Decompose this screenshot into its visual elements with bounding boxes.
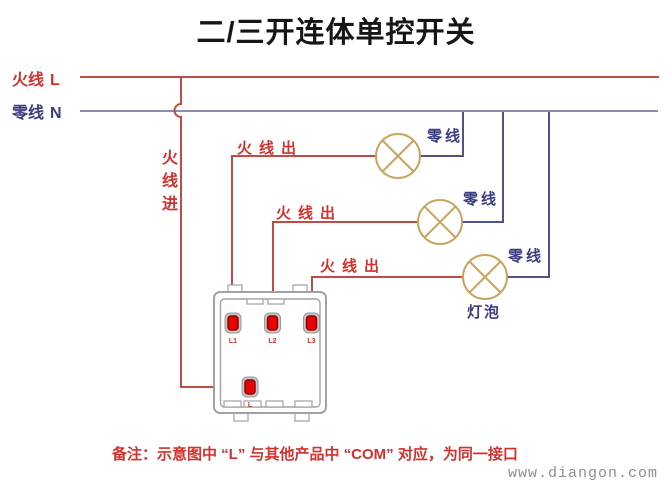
- branch-2-neutral-label: 零线: [463, 191, 500, 208]
- lamp-1-cross: [381, 139, 415, 173]
- terminal-l3: [305, 315, 318, 331]
- terminal-l2-label: L2: [268, 338, 276, 345]
- live-wire-legend: 火线 L: [12, 66, 60, 90]
- live-wire-symbol: L: [50, 72, 60, 89]
- lamp-2-cross: [423, 205, 457, 239]
- watermark: www.diangon.com: [508, 465, 659, 482]
- neutral-wire-symbol: N: [50, 105, 62, 122]
- live-in-wire: [173, 77, 243, 388]
- branch-1-live-wire: [231, 155, 376, 315]
- terminal-l: [244, 379, 256, 395]
- neutral-wire-legend: 零线 N: [12, 99, 62, 123]
- live-wire-label: 火线: [12, 72, 45, 89]
- note-text: 备注：示意图中 “L” 与其他产品中 “COM” 对应，为同一接口: [112, 446, 518, 463]
- panel-notch: [267, 298, 285, 305]
- branch-2-live-out-label: 火线出: [276, 205, 343, 222]
- panel-notch: [265, 400, 284, 408]
- branch-3-neutral-wire: [507, 112, 550, 278]
- panel-notch: [294, 400, 313, 408]
- branch-2-live-wire: [272, 221, 418, 315]
- branch-1-live-out-label: 火线出: [237, 140, 304, 157]
- diagram-title: 二/三开连体单控开关: [196, 17, 476, 49]
- terminal-l1-label: L1: [229, 338, 237, 345]
- live-in-label: 火线进: [159, 149, 176, 218]
- panel-outer-frame: [213, 291, 327, 414]
- lamp-label: 灯泡: [467, 304, 502, 321]
- terminal-l-label: L: [248, 402, 253, 409]
- switch-panel: L1 L2 L3 L: [213, 284, 327, 422]
- terminal-l3-label: L3: [307, 338, 315, 345]
- terminal-l1: [227, 315, 239, 331]
- panel-notch: [223, 400, 242, 408]
- branch-1-neutral-label: 零线: [427, 128, 464, 145]
- branch-3-live-out-label: 火线出: [320, 258, 387, 275]
- branch-1-neutral-wire: [420, 112, 464, 157]
- branch-3-live-wire: [311, 276, 463, 315]
- panel-notch: [243, 400, 262, 408]
- lamp-3-cross: [468, 260, 502, 294]
- branch-3-neutral-label: 零线: [508, 248, 545, 265]
- panel-notch: [246, 298, 264, 305]
- terminal-l2: [266, 315, 279, 331]
- branch-2-neutral-wire: [462, 112, 504, 223]
- neutral-wire-label: 零线: [12, 105, 45, 122]
